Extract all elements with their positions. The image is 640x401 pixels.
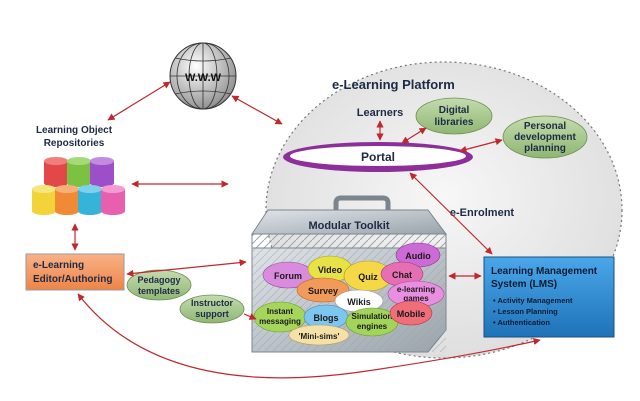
personal-dev-line1: Personal [524,121,566,132]
lor-title-line1: Learning Object [36,125,113,136]
digital-libraries-node: Digital libraries [415,97,493,135]
elearning-games-line1: e-learning [397,285,435,294]
simulation-line1: Simulation [352,312,393,321]
enrolment-label: e-Enrolment [450,207,515,219]
editor-authoring-node: e-Learning Editor/Authoring [25,253,125,291]
editor-line1: e-Learning [33,260,84,271]
repository-cylinders [32,157,125,215]
lms-title-line1: Learning Management [491,266,598,277]
arrow-editor-lms [77,293,541,379]
connector-arrows [71,81,541,379]
digital-libraries-line1: Digital [439,105,470,116]
instructor-line2: support [195,309,229,319]
blogs-label: Blogs [313,313,338,323]
editor-line2: Editor/Authoring [33,274,112,285]
personal-dev-line2: development [514,132,576,143]
video-label: Video [318,265,343,275]
arrow-digital-portal [401,127,427,144]
lms-node: Learning Management System (LMS) • Activ… [483,256,615,338]
pedagogy-templates-node: Pedagogy templates [126,269,192,301]
lor-title-line2: Repositories [44,138,105,149]
survey-label: Survey [308,286,338,296]
personal-dev-line3: planning [524,143,566,154]
minisims-label: 'Mini-sims' [299,332,340,341]
arrow-www-platform [231,95,283,125]
pedagogy-line1: Pedagogy [137,275,180,285]
arrow-portal-lms [409,172,493,255]
arrow-pdp-portal [459,138,503,153]
lms-title-line2: System (LMS) [491,279,557,290]
wikis-label: Wikis [347,297,370,307]
arrow-www-lor [107,81,171,121]
instructor-support-node: Instructor support [179,294,245,324]
chat-label: Chat [392,270,412,280]
lms-item-activity: • Activity Management [493,296,573,305]
lms-item-lesson: • Lesson Planning [493,307,558,316]
simulation-line2: engines [357,322,388,331]
instructor-line1: Instructor [191,298,234,308]
digital-libraries-line2: libraries [435,117,474,128]
learners-label: Learners [357,107,403,119]
audio-label: Audio [405,251,431,261]
forum-label: Forum [274,271,302,281]
quiz-label: Quiz [358,272,378,282]
toolkit-title: Modular Toolkit [308,220,389,232]
arrow-editor-toolkit [126,259,247,277]
platform-title: e-Learning Platform [332,77,455,92]
instant-line2: messaging [259,317,301,326]
personal-development-node: Personal development planning [502,115,588,159]
www-globe: W.W.W [169,42,237,110]
pedagogy-line2: templates [138,286,180,296]
instant-line1: Instant [267,307,294,316]
portal-label: Portal [361,150,395,164]
mobile-label: Mobile [397,309,426,319]
www-label: W.W.W [185,72,222,84]
portal-ring: Portal [283,142,473,172]
lms-item-auth: • Authentication [493,318,550,327]
